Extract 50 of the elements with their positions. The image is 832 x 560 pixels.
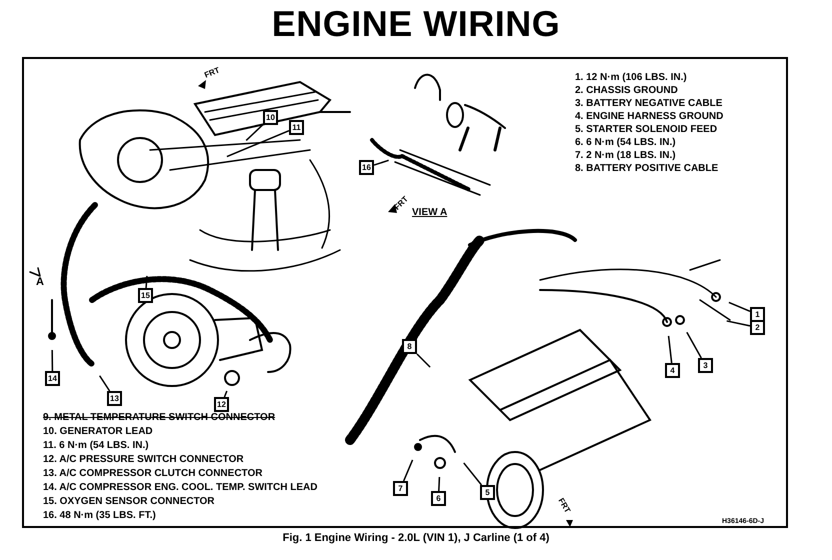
leader-line bbox=[246, 124, 264, 141]
leader-line bbox=[438, 476, 440, 492]
callout-number: 14 bbox=[45, 371, 60, 386]
label-text: 8. BATTERY POSITIVE CABLE bbox=[575, 164, 718, 174]
label-text: 4. ENGINE HARNESS GROUND bbox=[575, 112, 724, 122]
label-text: 6. 6 N·m (54 LBS. IN.) bbox=[575, 138, 676, 148]
label-text: A bbox=[36, 277, 44, 288]
leader-line bbox=[374, 160, 389, 166]
label-text: 10. GENERATOR LEAD bbox=[43, 427, 153, 437]
label-text: VIEW A bbox=[412, 208, 448, 218]
label-text: 2. CHASSIS GROUND bbox=[575, 86, 678, 96]
label-text: 16. 48 N·m (35 LBS. FT.) bbox=[43, 511, 156, 521]
leader-line bbox=[726, 320, 750, 327]
leader-line bbox=[463, 462, 482, 486]
callout-number: 4 bbox=[665, 363, 680, 378]
callout-number: 8 bbox=[402, 339, 417, 354]
leader-line bbox=[51, 350, 54, 371]
callout-number: 7 bbox=[393, 481, 408, 496]
leader-line bbox=[402, 460, 414, 482]
title: ENGINE WIRING bbox=[272, 4, 560, 44]
label-text: 15. OXYGEN SENSOR CONNECTOR bbox=[43, 497, 215, 507]
leader-line bbox=[145, 276, 148, 288]
leader-line bbox=[668, 336, 672, 364]
leader-line bbox=[226, 130, 290, 158]
leader-line bbox=[224, 390, 228, 398]
label-text: 1. 12 N·m (106 LBS. IN.) bbox=[575, 73, 687, 83]
label-text: 5. STARTER SOLENOID FEED bbox=[575, 125, 718, 135]
callout-number: 16 bbox=[359, 160, 374, 175]
label-text: 7. 2 N·m (18 LBS. IN.) bbox=[575, 151, 676, 161]
figure-caption: Fig. 1 Engine Wiring - 2.0L (VIN 1), J Carline (1 of 4) bbox=[282, 532, 550, 544]
callout-number: 6 bbox=[431, 491, 446, 506]
label-text: 9. METAL TEMPERATURE SWITCH CONNECTOR bbox=[43, 413, 276, 423]
label-text: 11. 6 N·m (54 LBS. IN.) bbox=[43, 441, 149, 451]
callout-number: 11 bbox=[289, 120, 304, 135]
label-text: FRT bbox=[204, 66, 221, 80]
callout-number: 3 bbox=[698, 358, 713, 373]
label-text: 14. A/C COMPRESSOR ENG. COOL. TEMP. SWITCH LEAD bbox=[43, 483, 318, 493]
callout-number: 15 bbox=[138, 288, 153, 303]
leader-line bbox=[99, 375, 110, 392]
callout-number: 10 bbox=[263, 110, 278, 125]
leader-line bbox=[416, 353, 431, 368]
callout-number: 2 bbox=[750, 320, 765, 335]
leader-line bbox=[686, 332, 702, 358]
callout-number: 5 bbox=[480, 485, 495, 500]
leader-line bbox=[728, 302, 750, 312]
callout-number: 13 bbox=[107, 391, 122, 406]
label-text: 12. A/C PRESSURE SWITCH CONNECTOR bbox=[43, 455, 244, 465]
label-text: 13. A/C COMPRESSOR CLUTCH CONNECTOR bbox=[43, 469, 262, 479]
label-text: 3. BATTERY NEGATIVE CABLE bbox=[575, 99, 722, 109]
callout-number: 12 bbox=[214, 397, 229, 412]
